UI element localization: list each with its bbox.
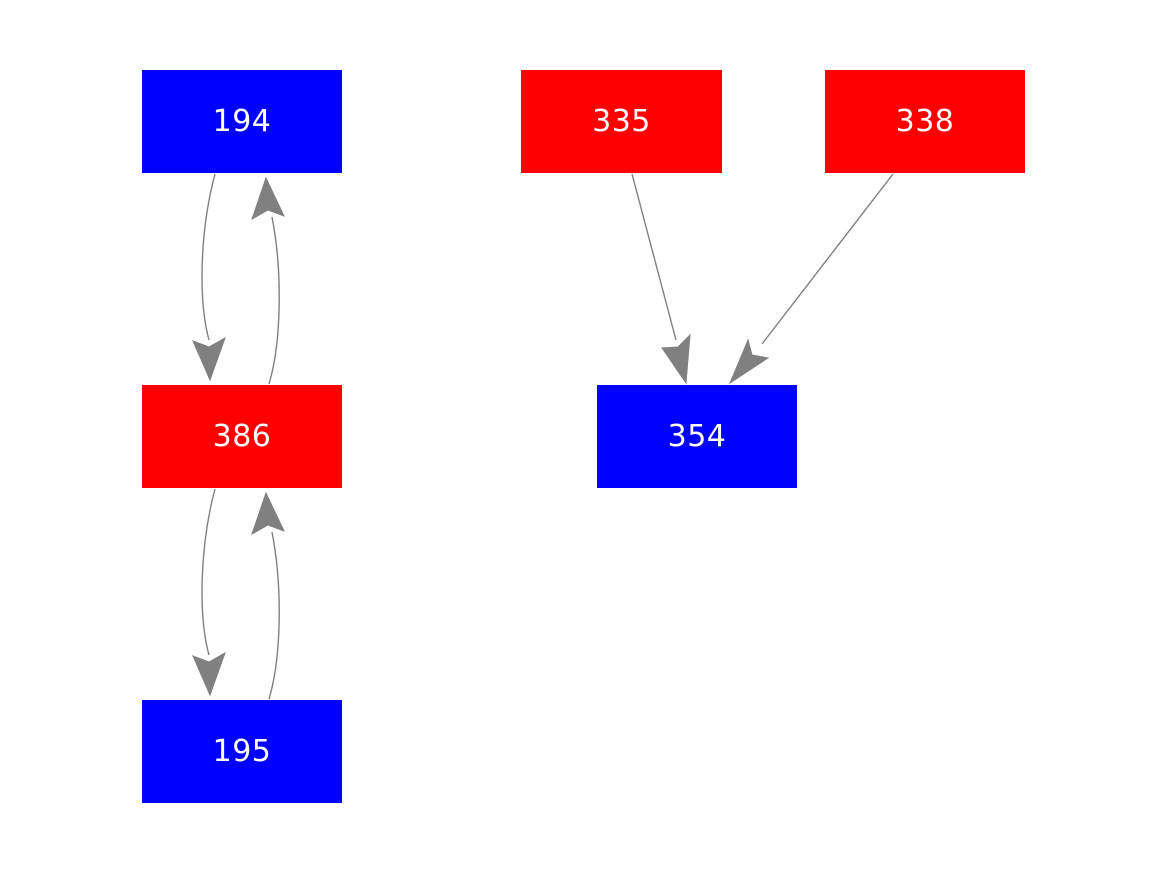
node-335[interactable]: 335 bbox=[521, 70, 722, 173]
edge-195-to-386 bbox=[251, 491, 285, 700]
node-label: 194 bbox=[212, 103, 272, 139]
node-label: 354 bbox=[667, 418, 727, 454]
edge-194-to-386 bbox=[192, 173, 226, 382]
node-195[interactable]: 195 bbox=[142, 700, 342, 803]
edge-335-to-354 bbox=[631, 173, 691, 385]
node-label: 335 bbox=[592, 103, 651, 139]
node-label: 386 bbox=[212, 418, 272, 454]
edge-338-to-354 bbox=[728, 173, 894, 385]
node-194[interactable]: 194 bbox=[142, 70, 342, 173]
edge-386-to-194 bbox=[251, 176, 285, 385]
node-label: 338 bbox=[895, 103, 955, 139]
edge-386-to-195 bbox=[192, 488, 226, 697]
node-386[interactable]: 386 bbox=[142, 385, 342, 488]
node-label: 195 bbox=[212, 733, 272, 769]
node-354[interactable]: 354 bbox=[597, 385, 797, 488]
node-338[interactable]: 338 bbox=[825, 70, 1025, 173]
